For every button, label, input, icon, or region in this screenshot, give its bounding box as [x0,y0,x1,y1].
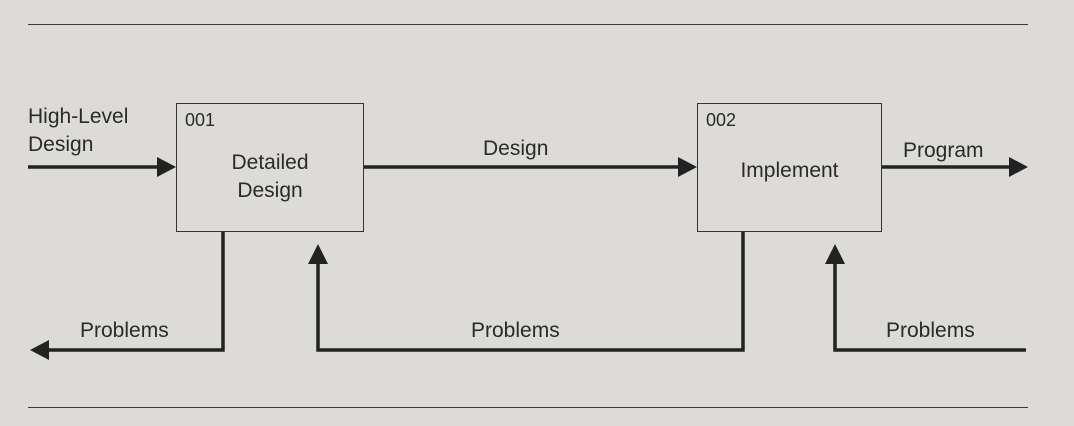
problems-out-line [46,232,225,352]
activity-number: 002 [706,110,737,130]
bottom-rule [28,407,1028,408]
top-rule [28,24,1028,25]
activity-box-002: 002 Implement [697,103,882,232]
input-label-line2: Design [28,133,94,156]
problems-feedback-arrowhead [308,244,328,264]
problems-in-arrowhead [825,244,845,264]
activity-name-line1: Detailed [231,151,309,174]
activity-box-001: 001 Detailed Design [176,103,364,232]
input-arrowhead [157,157,176,177]
design-label: Design [483,137,549,160]
input-label-line1: High-Level [28,105,129,128]
program-label: Program [903,139,984,162]
problems-in-label: Problems [886,319,975,342]
problems-feedback-label: Problems [471,319,560,342]
problems-out-arrowhead [30,340,49,360]
activity-number: 001 [185,110,216,130]
activity-name-line2: Design [237,179,303,202]
program-arrowhead [1009,157,1028,177]
problems-in-line [833,262,1026,352]
design-arrowhead [678,157,697,177]
problems-out-label: Problems [80,319,169,342]
activity-name-line1: Implement [740,159,839,182]
problems-feedback-line [316,232,745,352]
